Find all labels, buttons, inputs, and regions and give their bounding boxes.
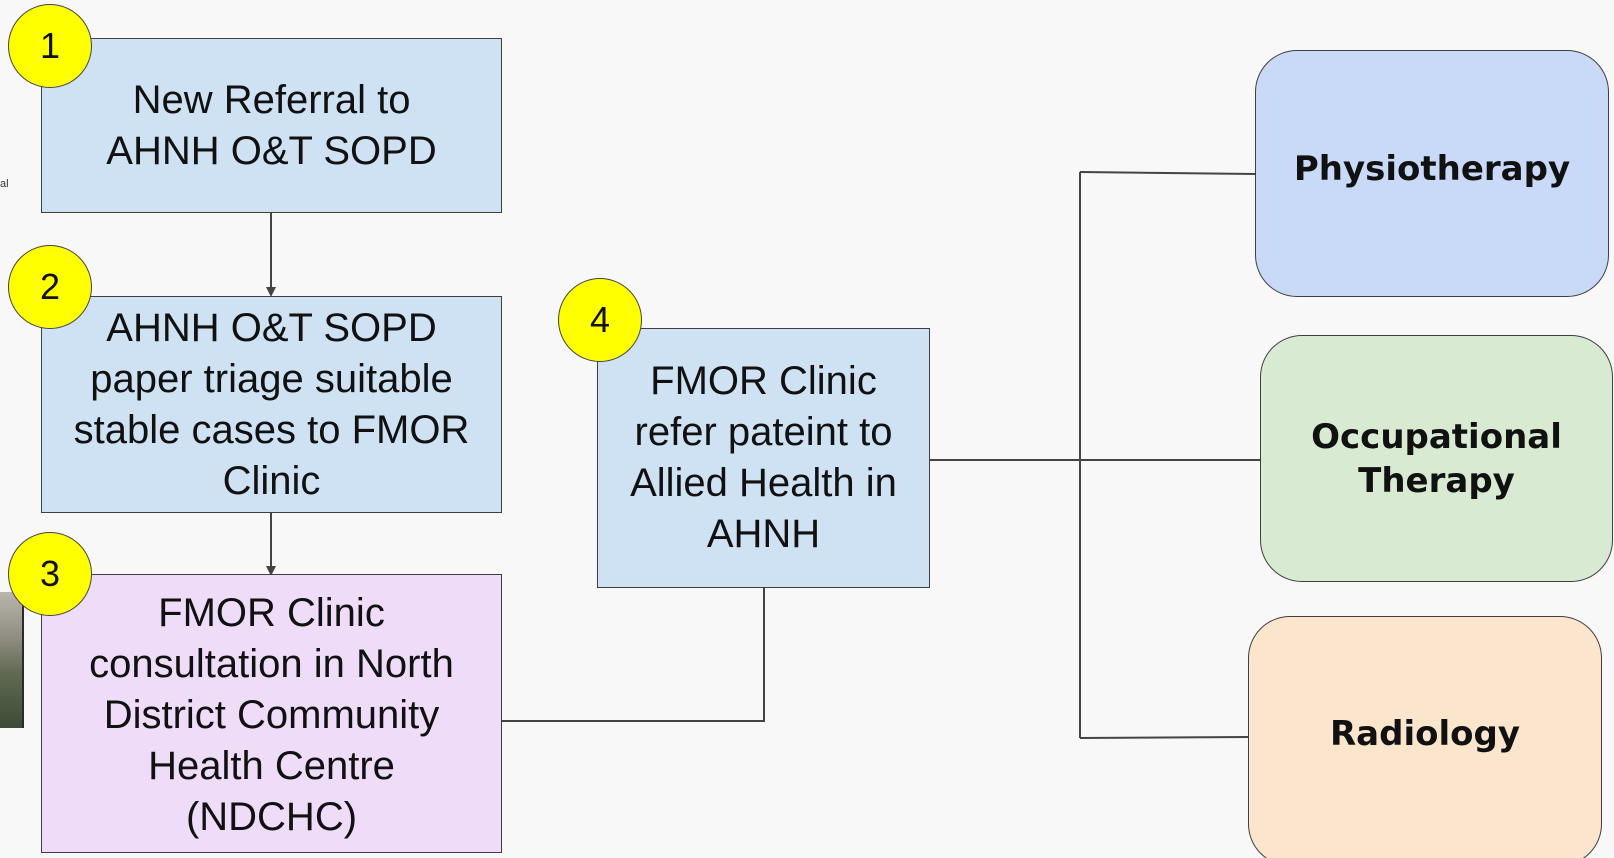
physiotherapy-box: Physiotherapy	[1255, 50, 1609, 297]
cropped-edge-text: al	[0, 178, 9, 190]
step3-fmor-consultation-box: FMOR Clinic consultation in North Distri…	[41, 574, 502, 853]
step2-label: AHNH O&T SOPD paper triage suitable stab…	[73, 305, 470, 503]
radiology-label: Radiology	[1330, 713, 1520, 754]
branch-to-radiology	[1079, 736, 1249, 739]
step1-number-badge: 1	[8, 4, 92, 88]
occupational-therapy-box: Occupational Therapy	[1260, 335, 1613, 582]
radiology-box: Radiology	[1248, 616, 1602, 858]
connector-step3-to-step4	[501, 588, 765, 722]
step2-number-badge: 2	[8, 245, 92, 329]
branch-to-physiotherapy	[1079, 171, 1256, 175]
occupational-therapy-label: Occupational Therapy	[1311, 416, 1562, 501]
step3-label: FMOR Clinic consultation in North Distri…	[89, 591, 454, 839]
cropped-building-photo	[0, 592, 24, 728]
step1-label: New Referral to AHNH O&T SOPD	[106, 77, 437, 173]
physiotherapy-label: Physiotherapy	[1293, 148, 1571, 189]
step4-label: FMOR Clinic refer pateint to Allied Heal…	[630, 359, 897, 556]
step3-number-badge: 3	[8, 532, 92, 616]
step4-allied-health-referral-box: FMOR Clinic refer pateint to Allied Heal…	[597, 328, 930, 588]
step4-number-badge: 4	[558, 278, 642, 362]
step1-new-referral-box: New Referral to AHNH O&T SOPD	[41, 38, 502, 213]
step2-paper-triage-box: AHNH O&T SOPD paper triage suitable stab…	[41, 296, 502, 513]
